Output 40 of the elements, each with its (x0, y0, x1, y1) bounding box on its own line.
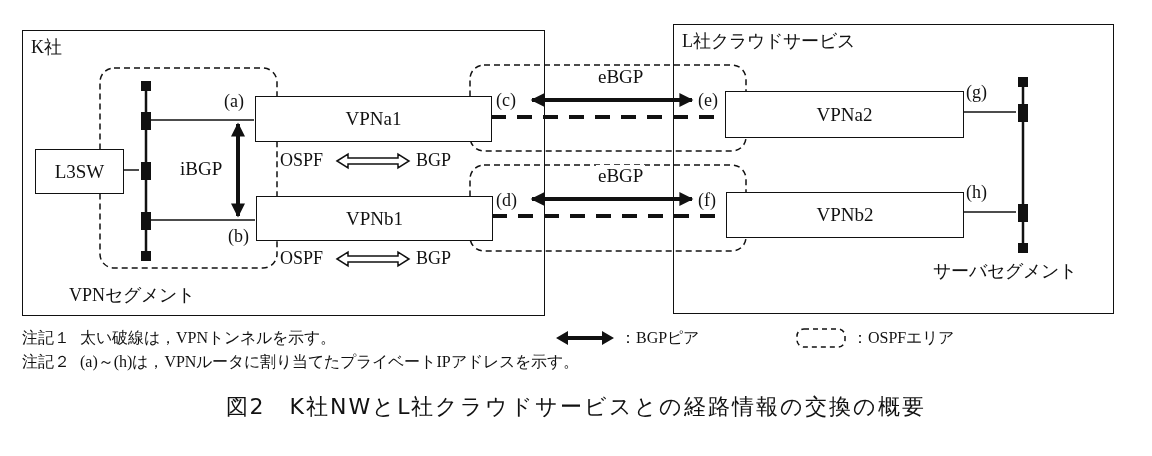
network-segment-bar (1017, 77, 1029, 253)
legend-label: ：BGPピア (620, 328, 700, 348)
interface-label: (b) (228, 226, 249, 248)
note-text: 注記１ (22, 328, 70, 348)
device-box: VPNa2 (725, 91, 964, 138)
network-area-box (673, 24, 1114, 314)
arrow (530, 93, 694, 107)
area-title: L社クラウドサービス (682, 30, 855, 53)
interface-label: BGP (416, 150, 451, 172)
note-text: 注記２ (22, 352, 70, 372)
network-area-box (22, 30, 545, 316)
figure-caption: 図2 K社NWとL社クラウドサービスとの経路情報の交換の概要 (225, 394, 927, 419)
note-text: (a)～(h)は，VPNルータに割り当てたプライベートIPアドレスを示す。 (80, 352, 579, 372)
device-box: VPNb1 (256, 196, 493, 241)
interface-label: (a) (224, 91, 244, 113)
interface-label: (f) (698, 190, 716, 212)
interface-label: BGP (416, 248, 451, 270)
legend-label: ：OSPFエリア (852, 328, 955, 348)
interface-label: (e) (698, 90, 718, 112)
note-text: 太い破線は，VPNトンネルを示す。 (80, 328, 336, 348)
arrow (530, 192, 694, 206)
interface-label: OSPF (280, 248, 324, 270)
device-box: VPNa1 (255, 96, 492, 142)
connector-line (150, 119, 255, 121)
segment-label: サーバセグメント (933, 261, 1077, 283)
interface-label: (h) (966, 182, 987, 204)
network-segment-bar (140, 81, 152, 261)
interface-label: OSPF (280, 150, 324, 172)
connector-line (122, 169, 140, 171)
interface-label: (d) (496, 190, 517, 212)
interface-label: (c) (496, 90, 516, 112)
arrow (231, 122, 245, 218)
connector-line (150, 219, 256, 221)
interface-label: (g) (966, 82, 987, 104)
connector-line (962, 211, 1017, 213)
area-title: K社 (31, 36, 62, 59)
device-box: VPNb2 (726, 192, 964, 238)
connector-line (962, 111, 1017, 113)
segment-label: VPNセグメント (69, 285, 195, 307)
device-box: L3SW (35, 149, 124, 194)
